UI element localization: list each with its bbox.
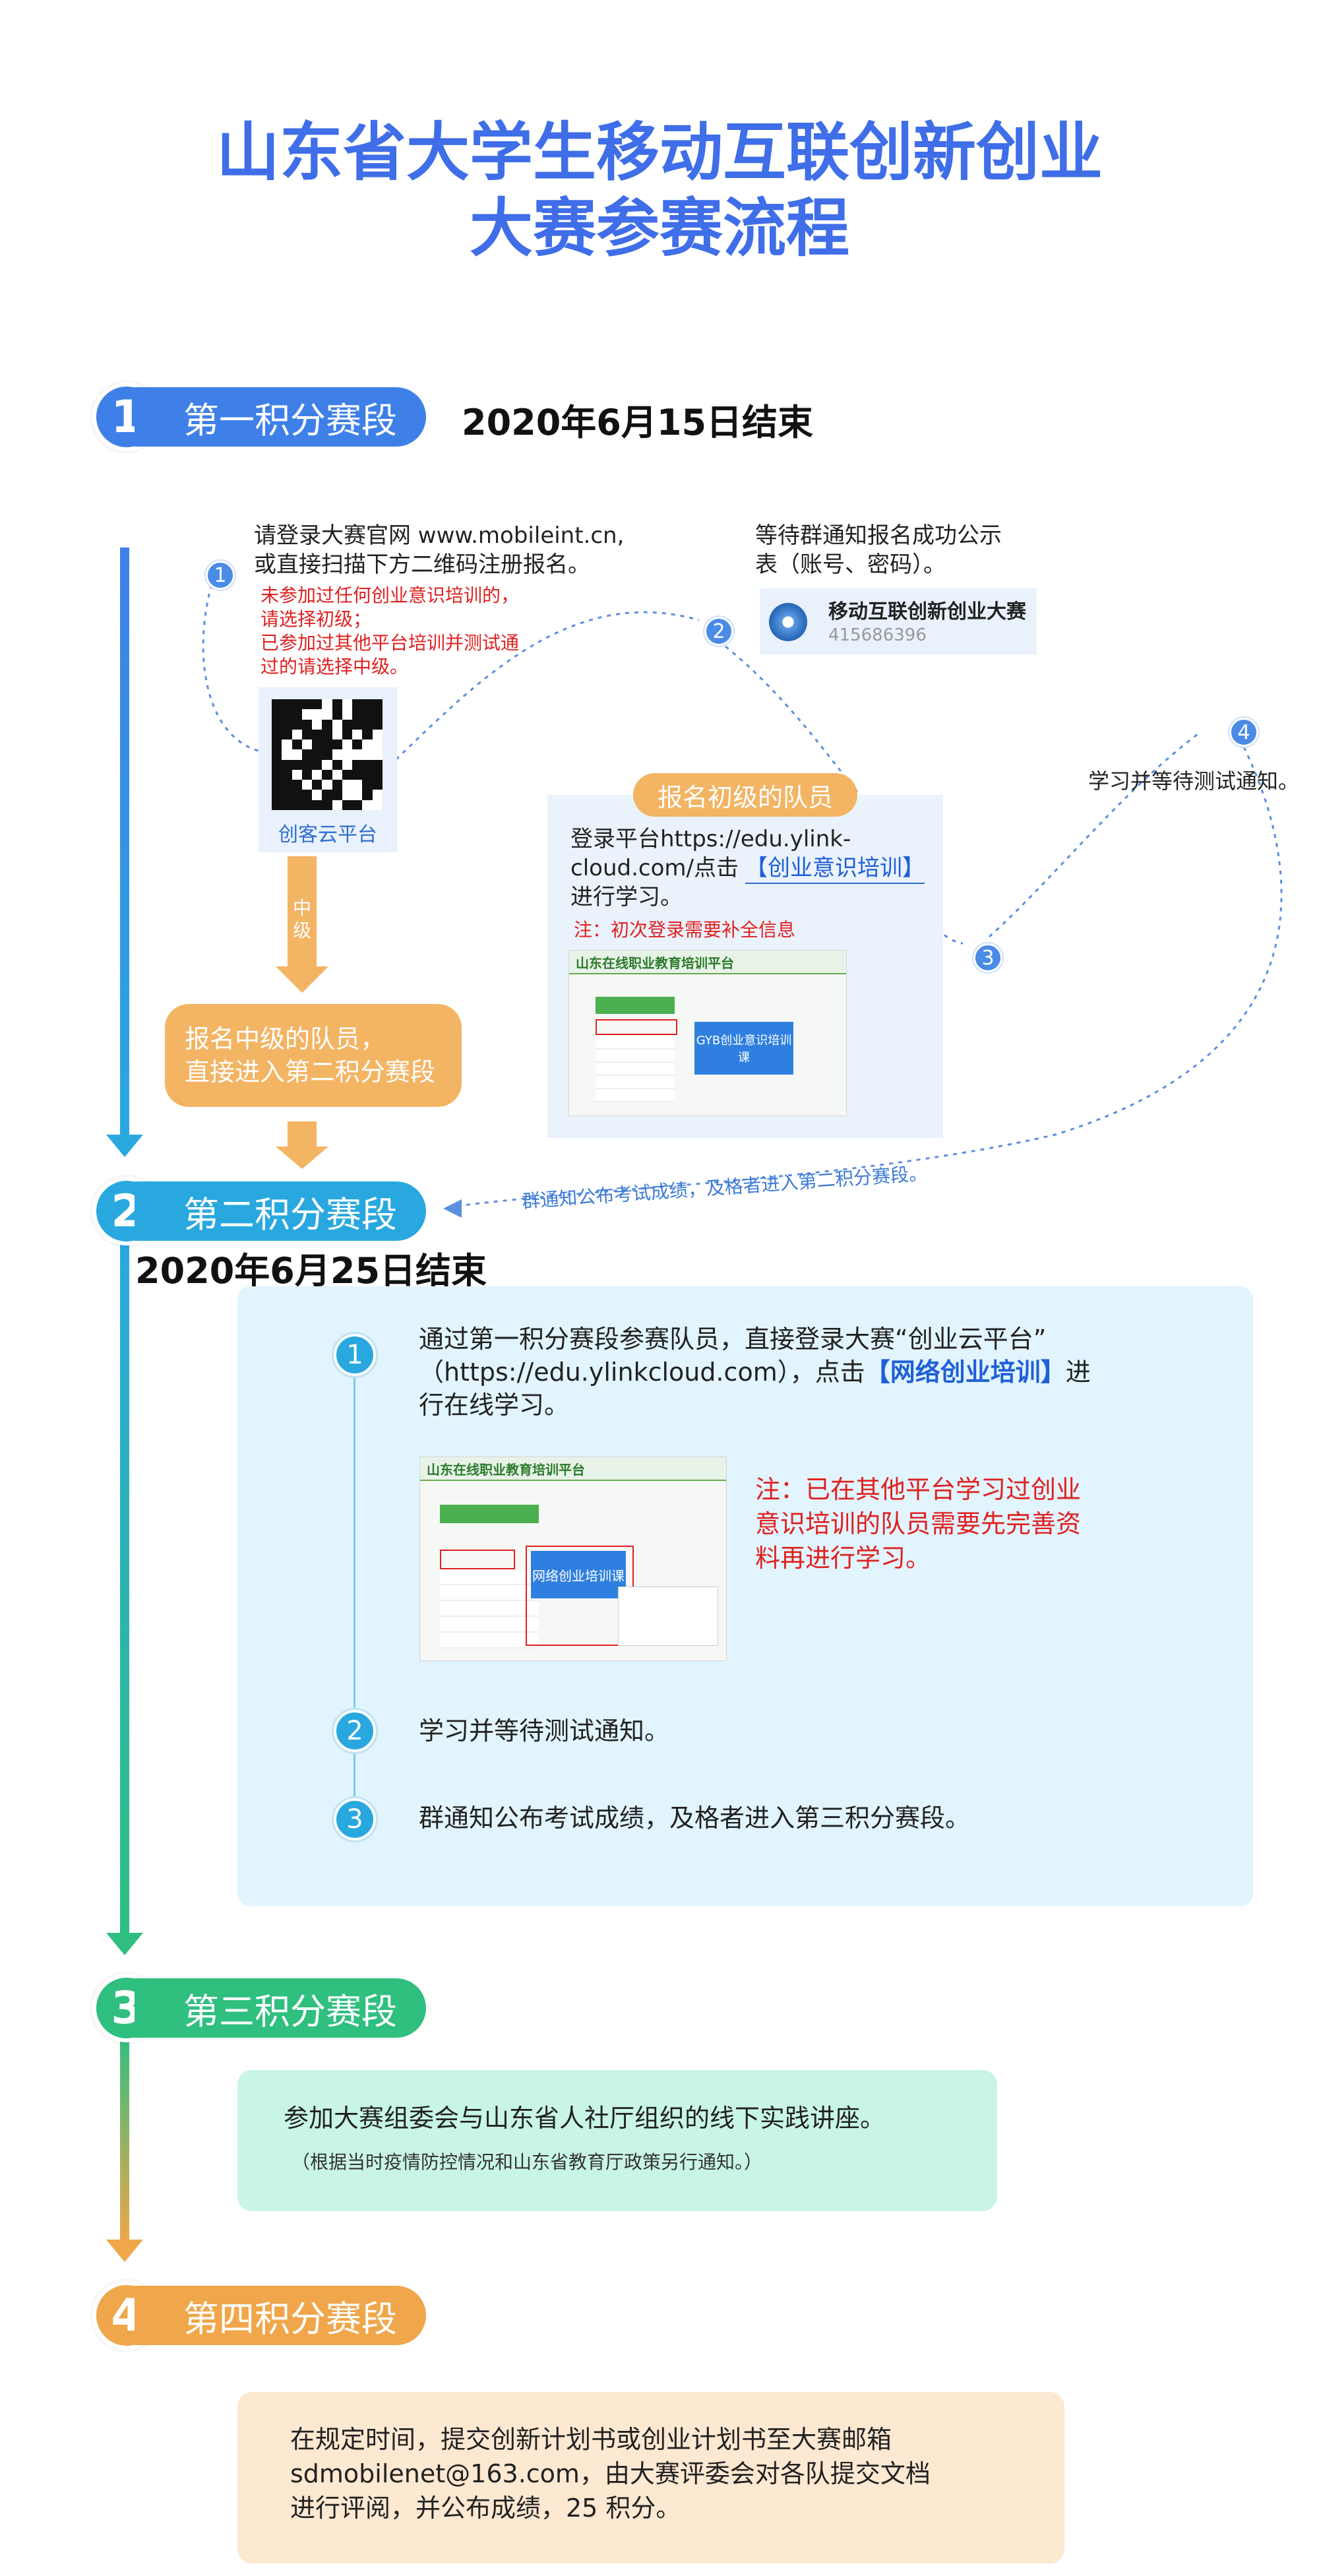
stage1-note-line1: 未参加过任何创业意识培训的， <box>261 584 520 606</box>
page-title-line2: 大赛参赛流程 <box>470 191 849 265</box>
stage3-note: （根据当时疫情防控情况和山东省教育厅政策另行通知。） <box>291 2151 763 2173</box>
shot1-highlight <box>596 1019 677 1035</box>
shot2-course-card: 网络创业培训课 <box>531 1551 626 1598</box>
timeline-segment-1 <box>120 548 129 1141</box>
stage-2-label: 第二积分赛段 <box>135 1181 426 1241</box>
platform-screenshot-1: 山东在线职业教育培训平台 GYB创业意识培训课 <box>568 950 847 1116</box>
stage-2-date: 2020年6月25日结束 <box>135 1250 487 1292</box>
stage-2-header: 2 第二积分赛段 <box>92 1177 426 1245</box>
stage2-note-line3: 料再进行学习。 <box>755 1544 931 1573</box>
mid-label: 中级 <box>292 897 311 941</box>
stage1-note-line3: 已参加过其他平台培训并测试通 <box>261 632 520 654</box>
shot2-menu <box>440 1505 539 1523</box>
shot1-menu <box>596 997 675 1014</box>
stage2-item3-number: 3 <box>334 1798 376 1840</box>
stage2-item1-line2: （https://edu.ylinkcloud.com），点击【网络创业培训】进 <box>419 1356 1091 1389</box>
mid-arrow2-head <box>276 1147 328 1169</box>
shot1-title: 山东在线职业教育培训平台 <box>569 951 846 974</box>
beginner-text3: 进行学习。 <box>570 884 683 910</box>
mid-box-line1: 报名中级的队员， <box>185 1024 386 1053</box>
beginner-header: 报名初级的队员 <box>633 773 857 817</box>
stage1-step1-text1: 请登录大赛官网 www.mobileint.cn, <box>254 522 625 549</box>
stage4-line1: 在规定时间，提交创新计划书或创业计划书至大赛邮箱 <box>290 2425 892 2454</box>
stage-4-panel: 在规定时间，提交创新计划书或创业计划书至大赛邮箱 sdmobilenet@163… <box>237 2392 1064 2563</box>
stage2-note-line2: 意识培训的队员需要先完善资 <box>755 1509 1082 1538</box>
stage2-inner-line <box>353 1359 355 1821</box>
timeline-segment-3 <box>120 2032 129 2243</box>
group-name: 移动互联创新创业大赛 <box>828 600 1026 623</box>
stage4-line3: 进行评阅，并公布成绩，25 积分。 <box>290 2494 681 2523</box>
qq-group-card[interactable]: 移动互联创新创业大赛 415686396 <box>757 586 1039 657</box>
stage2-note: 注：已在其他平台学习过创业 意识培训的队员需要先完善资 料再进行学习。 <box>755 1472 1081 1575</box>
stage2-item1-link[interactable]: 【网络创业培训】 <box>865 1358 1066 1387</box>
shot1-course-card: GYB创业意识培训课 <box>694 1022 793 1075</box>
stage-2-panel <box>237 1286 1253 1906</box>
mid-arrow-head <box>276 966 328 993</box>
stage1-step1-number: 1 <box>206 561 235 590</box>
stage1-step2-number: 2 <box>704 617 733 646</box>
stage-4-label: 第四积分赛段 <box>135 2286 426 2345</box>
shot2-highlight <box>440 1550 515 1569</box>
stage1-note-line4: 过的请选择中级。 <box>261 656 409 677</box>
stage-1-header: 1 第一积分赛段 <box>92 383 426 451</box>
shot2-list <box>440 1569 539 1649</box>
beginner-note: 注：初次登录需要补全信息 <box>574 919 796 941</box>
stage3-text: 参加大赛组委会与山东省人社厅组织的线下实践讲座。 <box>284 2104 886 2133</box>
group-avatar-icon <box>769 603 807 641</box>
mid-level-box: 报名中级的队员， 直接进入第二积分赛段 <box>165 1004 462 1107</box>
stage4-line2: sdmobilenet@163.com，由大赛评委会对各队提交文档 <box>290 2459 931 2488</box>
group-id: 415686396 <box>828 625 927 645</box>
stage-3-label: 第三积分赛段 <box>135 1978 426 2038</box>
stage2-item2-number: 2 <box>334 1710 376 1752</box>
stage2-item3-text: 群通知公布考试成绩，及格者进入第三积分赛段。 <box>419 1804 971 1833</box>
stage2-item1-text3: 进 <box>1065 1358 1091 1387</box>
mid-arrow-shaft <box>288 856 317 970</box>
stage1-step1-text2: 或直接扫描下方二维码注册报名。 <box>254 551 590 578</box>
stage-3-panel: 参加大赛组委会与山东省人社厅组织的线下实践讲座。 （根据当时疫情防控情况和山东省… <box>237 2070 997 2211</box>
stage2-item2-text: 学习并等待测试通知。 <box>419 1716 670 1745</box>
shot2-title: 山东在线职业教育培训平台 <box>420 1457 726 1481</box>
stage1-step4-text: 学习并等待测试通知。 <box>1088 769 1300 794</box>
mid-arrow2-shaft <box>288 1121 317 1149</box>
stage1-step4-number: 4 <box>1229 718 1258 747</box>
timeline-arrow-3 <box>106 2240 143 2262</box>
qr-code-card[interactable]: 创客云平台 <box>259 687 397 852</box>
stage1-step2-text2: 表（账号、密码）。 <box>755 551 946 578</box>
stage2-item1-text2: （https://edu.ylinkcloud.com），点击 <box>419 1358 865 1387</box>
stage-1-date: 2020年6月15日结束 <box>462 402 814 443</box>
platform-screenshot-2: 山东在线职业教育培训平台 网络创业培训课 <box>419 1457 727 1661</box>
timeline-arrow-1 <box>106 1135 143 1157</box>
page-title-line1: 山东省大学生移动互联创新创业 <box>216 115 1103 189</box>
stage1-step3-number: 3 <box>973 943 1002 972</box>
stage1-step1-note: 未参加过任何创业意识培训的， 请选择初级； 已参加过其他平台培训并测试通 过的请… <box>261 584 519 679</box>
stage2-item1-number: 1 <box>334 1334 376 1376</box>
stage4-text: 在规定时间，提交创新计划书或创业计划书至大赛邮箱 sdmobilenet@163… <box>290 2422 931 2525</box>
shot1-list <box>596 1036 675 1102</box>
qr-code-icon <box>272 699 383 810</box>
timeline-segment-2 <box>120 1240 129 1939</box>
stage2-note-line1: 注：已在其他平台学习过创业 <box>755 1475 1082 1504</box>
stage2-item1-text1: 通过第一积分赛段参赛队员，直接登录大赛“创业云平台” <box>419 1325 1047 1354</box>
beginner-text2: cloud.com/点击 <box>570 855 739 881</box>
beginner-link[interactable]: 【创业意识培训】 <box>745 854 925 884</box>
shot2-popup <box>618 1586 718 1646</box>
stage-4-header: 4 第四积分赛段 <box>92 2281 426 2350</box>
qr-caption: 创客云平台 <box>278 823 377 846</box>
stage2-item1-text4: 行在线学习。 <box>419 1391 570 1420</box>
stage-1-label: 第一积分赛段 <box>135 387 426 447</box>
stage1-note-line2: 请选择初级； <box>261 608 372 630</box>
mid-box-line2: 直接进入第二积分赛段 <box>185 1057 436 1086</box>
timeline-arrow-2 <box>106 1933 143 1955</box>
stage-3-header: 3 第三积分赛段 <box>92 1974 426 2042</box>
stage1-step2-text1: 等待群通知报名成功公示 <box>755 522 1002 549</box>
beginner-text1: 登录平台https://edu.ylink- <box>570 826 851 852</box>
